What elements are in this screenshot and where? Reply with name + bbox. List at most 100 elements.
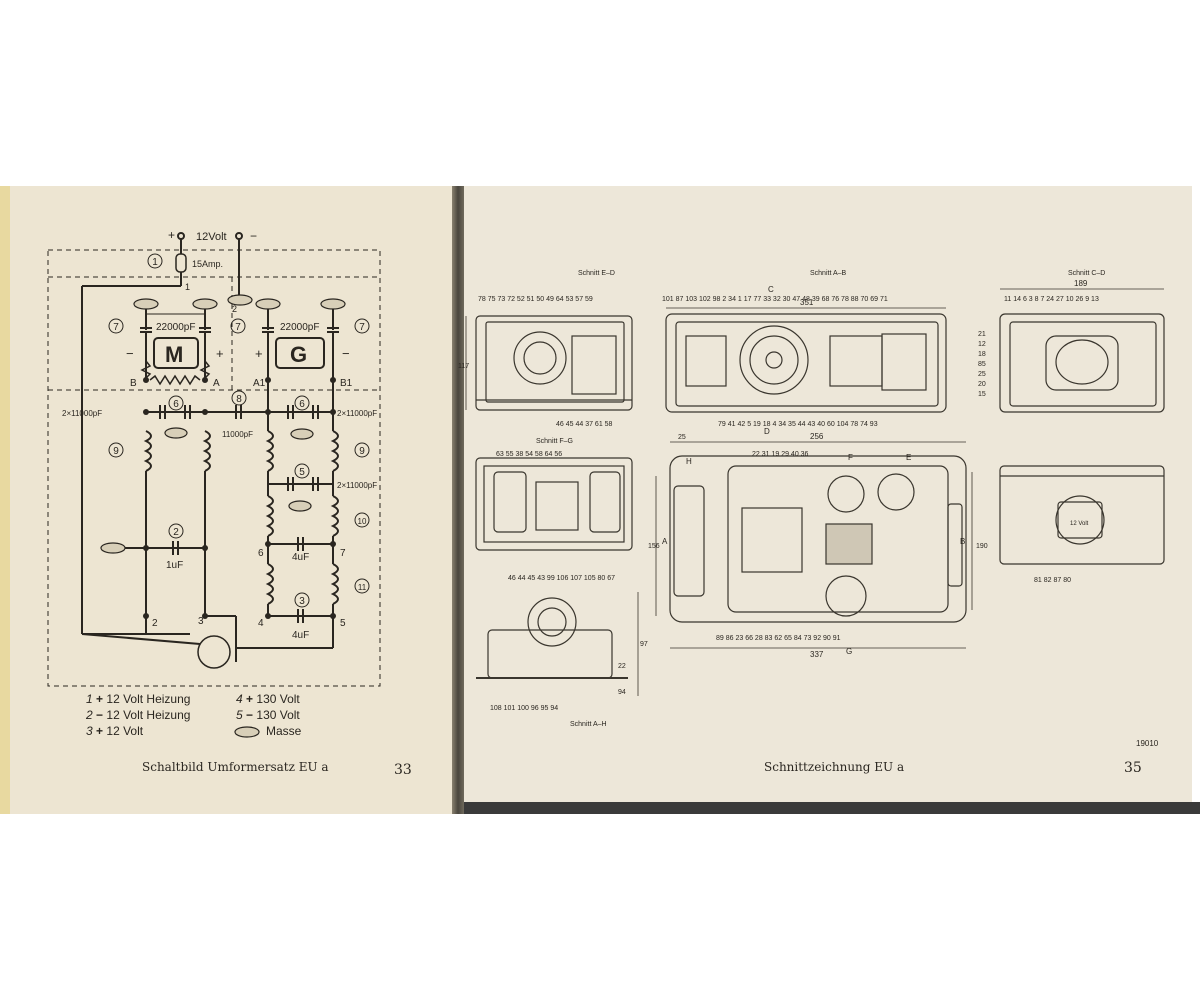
ground-symbol <box>133 298 159 310</box>
svg-text:C: C <box>768 285 774 294</box>
book-spread: + − 12Volt 15Amp. 1 2 22000pF 22000pF M … <box>0 186 1200 814</box>
svg-text:46 45 44 37 61 58: 46 45 44 37 61 58 <box>556 421 613 428</box>
svg-text:1uF: 1uF <box>166 560 183 571</box>
ground-symbol <box>290 428 314 440</box>
legend-item-1: 1 + 12 Volt Heizung <box>86 692 191 706</box>
ground-symbol <box>320 298 346 310</box>
legend-item-5: 5 − 130 Volt <box>236 708 300 722</box>
circuit-diagram: + − 12Volt 15Amp. 1 2 22000pF 22000pF M … <box>47 228 381 738</box>
svg-text:12: 12 <box>978 341 986 348</box>
svg-text:D: D <box>764 427 770 436</box>
svg-text:Schnitt A–H: Schnitt A–H <box>570 721 607 728</box>
diagram-frame <box>47 249 381 687</box>
svg-text:351: 351 <box>800 298 814 307</box>
ground-symbol <box>164 427 188 439</box>
svg-text:Schnitt A–B: Schnitt A–B <box>810 270 847 277</box>
svg-text:3: 3 <box>299 596 305 607</box>
section-cd-exterior <box>999 465 1165 565</box>
ground-symbol <box>288 500 312 512</box>
svg-text:4: 4 <box>258 618 264 629</box>
svg-text:12 Volt: 12 Volt <box>1070 521 1089 527</box>
svg-text:25: 25 <box>978 371 986 378</box>
svg-text:2: 2 <box>173 527 179 538</box>
svg-text:B: B <box>960 537 965 546</box>
svg-text:2×11000pF: 2×11000pF <box>337 409 377 418</box>
plan-view-outline <box>669 455 967 623</box>
svg-text:46 44 45 43 99 106 107 105 80: 46 44 45 43 99 106 107 105 80 67 <box>508 575 615 582</box>
legend-item-4: 4 + 130 Volt <box>236 692 300 706</box>
svg-text:7: 7 <box>359 322 365 333</box>
book-gutter <box>452 186 464 814</box>
svg-text:7: 7 <box>340 548 346 559</box>
svg-text:7: 7 <box>113 322 119 333</box>
svg-text:22000pF: 22000pF <box>280 322 319 333</box>
svg-text:117: 117 <box>458 363 469 370</box>
legend-item-ground: Masse <box>266 724 302 738</box>
ground-symbol <box>255 298 281 310</box>
output-socket <box>197 635 231 669</box>
section-ah-outline <box>487 629 613 679</box>
right-page-shadow <box>456 802 1200 814</box>
svg-text:M: M <box>165 342 183 367</box>
svg-text:A: A <box>662 537 668 546</box>
svg-text:337: 337 <box>810 650 824 659</box>
section-ab-outline <box>665 313 947 413</box>
right-caption: Schnittzeichnung EU a <box>764 760 905 774</box>
svg-text:1: 1 <box>152 257 158 268</box>
svg-text:156: 156 <box>648 543 660 550</box>
svg-text:22 31 19 29 40 36: 22 31 19 29 40 36 <box>752 451 809 458</box>
svg-text:12Volt: 12Volt <box>196 231 227 243</box>
svg-text:25: 25 <box>678 434 686 441</box>
svg-text:101 87 103 102 98 2 34 1 17 77: 101 87 103 102 98 2 34 1 17 77 33 32 30 … <box>662 296 888 303</box>
svg-text:19010: 19010 <box>1136 739 1159 748</box>
legend-ground-symbol <box>234 726 260 738</box>
svg-text:3: 3 <box>198 616 204 627</box>
left-page-number: 33 <box>394 762 412 778</box>
svg-text:89 86 23 66 28 83 62 65 84 73: 89 86 23 66 28 83 62 65 84 73 92 90 91 <box>716 635 841 642</box>
svg-text:B: B <box>130 378 137 389</box>
svg-text:2×11000pF: 2×11000pF <box>337 481 377 490</box>
svg-text:189: 189 <box>1074 279 1088 288</box>
legend-item-3: 3 + 12 Volt <box>86 724 144 738</box>
svg-text:6: 6 <box>173 399 179 410</box>
section-ed-outline <box>475 315 633 411</box>
svg-text:−: − <box>250 229 257 243</box>
svg-text:190: 190 <box>976 543 988 550</box>
svg-text:108 101 100 96 95 94: 108 101 100 96 95 94 <box>490 705 558 712</box>
svg-text:85: 85 <box>978 361 986 368</box>
svg-text:11000pF: 11000pF <box>222 430 253 439</box>
svg-text:2×11000pF: 2×11000pF <box>62 409 102 418</box>
svg-text:−: − <box>342 346 350 361</box>
svg-text:7: 7 <box>235 322 241 333</box>
svg-text:E: E <box>906 453 911 462</box>
svg-text:G: G <box>846 647 852 656</box>
svg-text:20: 20 <box>978 381 986 388</box>
svg-text:Schnitt F–G: Schnitt F–G <box>536 438 573 445</box>
svg-text:−: − <box>126 346 134 361</box>
svg-text:81 82 87 80: 81 82 87 80 <box>1034 577 1071 584</box>
section-cd-outline <box>999 313 1165 413</box>
svg-text:+: + <box>168 228 175 242</box>
svg-text:A1: A1 <box>253 378 266 389</box>
svg-text:15: 15 <box>978 391 986 398</box>
svg-text:97: 97 <box>640 641 648 648</box>
svg-text:11 14 6 3 8 7 24 27 10 26 9 13: 11 14 6 3 8 7 24 27 10 26 9 13 <box>1004 296 1099 303</box>
svg-text:+: + <box>216 346 224 361</box>
svg-text:+: + <box>255 346 263 361</box>
svg-text:5: 5 <box>299 467 305 478</box>
svg-text:Schnitt C–D: Schnitt C–D <box>1068 270 1105 277</box>
svg-text:6: 6 <box>258 548 264 559</box>
svg-text:4uF: 4uF <box>292 552 309 563</box>
svg-text:6: 6 <box>299 399 305 410</box>
svg-text:H: H <box>686 457 692 466</box>
svg-text:18: 18 <box>978 351 986 358</box>
svg-text:11: 11 <box>358 583 367 592</box>
legend-item-2: 2 − 12 Volt Heizung <box>86 708 191 722</box>
svg-text:22: 22 <box>618 663 626 670</box>
svg-text:94: 94 <box>618 689 626 696</box>
svg-text:2: 2 <box>232 304 237 314</box>
svg-text:22000pF: 22000pF <box>156 322 195 333</box>
ground-symbol <box>100 542 126 554</box>
left-caption: Schaltbild Umformersatz EU a <box>142 760 329 774</box>
section-drawings: Schnitt E–D Schnitt A–B Schnitt C–D Schn… <box>458 270 1165 748</box>
